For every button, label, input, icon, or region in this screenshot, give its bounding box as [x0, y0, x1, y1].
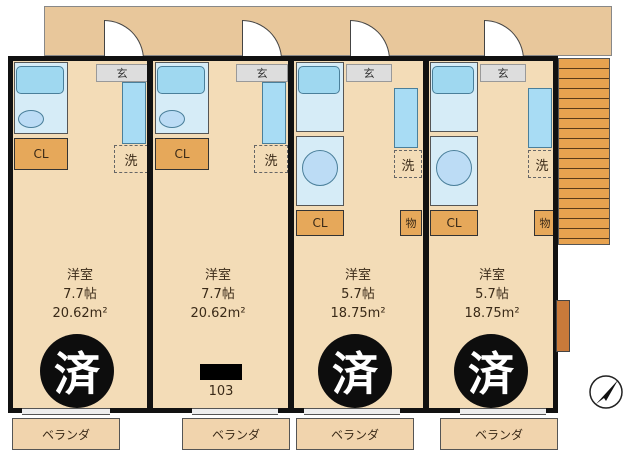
bathtub — [16, 66, 64, 94]
entrance-area: 玄 — [346, 64, 392, 82]
leased-badge: 済 — [318, 334, 392, 408]
leased-badge: 済 — [454, 334, 528, 408]
storage: 物 — [400, 210, 422, 236]
room-size: 5.7帖 — [475, 287, 509, 302]
veranda: ベランダ — [182, 418, 290, 450]
window — [304, 408, 400, 415]
room-label: 洋室 7.7帖 20.62m² — [30, 266, 130, 323]
bathtub — [157, 66, 205, 94]
toilet — [159, 110, 185, 128]
entrance-area: 玄 — [96, 64, 148, 82]
wall — [553, 56, 558, 412]
window — [22, 408, 110, 415]
toilet — [302, 150, 338, 186]
closet: CL — [14, 138, 68, 170]
unit-number: 103 — [208, 384, 234, 399]
room-size: 5.7帖 — [341, 287, 375, 302]
entrance-area: 玄 — [236, 64, 288, 82]
room-type: 洋室 — [478, 268, 505, 283]
room-label: 洋室 5.7帖 18.75m² — [308, 266, 408, 323]
wall — [8, 56, 13, 412]
room-area: 20.62m² — [190, 306, 246, 321]
wall — [8, 408, 558, 413]
bathtub — [432, 66, 474, 94]
compass-icon — [588, 374, 624, 410]
wall — [8, 56, 558, 61]
unit-number-plate — [200, 364, 242, 380]
veranda: ベランダ — [440, 418, 558, 450]
room-area: 18.75m² — [330, 306, 386, 321]
room-type: 洋室 — [344, 268, 371, 283]
entrance-area: 玄 — [480, 64, 526, 82]
veranda: ベランダ — [296, 418, 414, 450]
washing-machine-space — [262, 82, 286, 144]
laundry-area: 洗 — [254, 145, 288, 173]
laundry-area: 洗 — [114, 145, 148, 173]
wall — [288, 56, 294, 412]
closet: CL — [430, 210, 478, 236]
side-window — [556, 300, 570, 352]
window — [460, 408, 546, 415]
closet: CL — [296, 210, 344, 236]
washing-machine-space — [122, 82, 146, 144]
toilet — [18, 110, 44, 128]
toilet — [436, 150, 472, 186]
room-label: 洋室 5.7帖 18.75m² — [442, 266, 542, 323]
wall — [147, 56, 153, 412]
room-type: 洋室 — [204, 268, 231, 283]
wall — [423, 56, 429, 412]
window — [192, 408, 278, 415]
stairs — [558, 58, 610, 245]
veranda: ベランダ — [12, 418, 120, 450]
room-area: 18.75m² — [464, 306, 520, 321]
washing-machine-space — [528, 88, 552, 148]
room-size: 7.7帖 — [63, 287, 97, 302]
closet: CL — [155, 138, 209, 170]
washing-machine-space — [394, 88, 418, 148]
room-label: 洋室 7.7帖 20.62m² — [168, 266, 268, 323]
leased-badge: 済 — [40, 334, 114, 408]
bathtub — [298, 66, 340, 94]
laundry-area: 洗 — [394, 150, 422, 178]
room-size: 7.7帖 — [201, 287, 235, 302]
room-type: 洋室 — [66, 268, 93, 283]
laundry-area: 洗 — [528, 150, 556, 178]
room-area: 20.62m² — [52, 306, 108, 321]
